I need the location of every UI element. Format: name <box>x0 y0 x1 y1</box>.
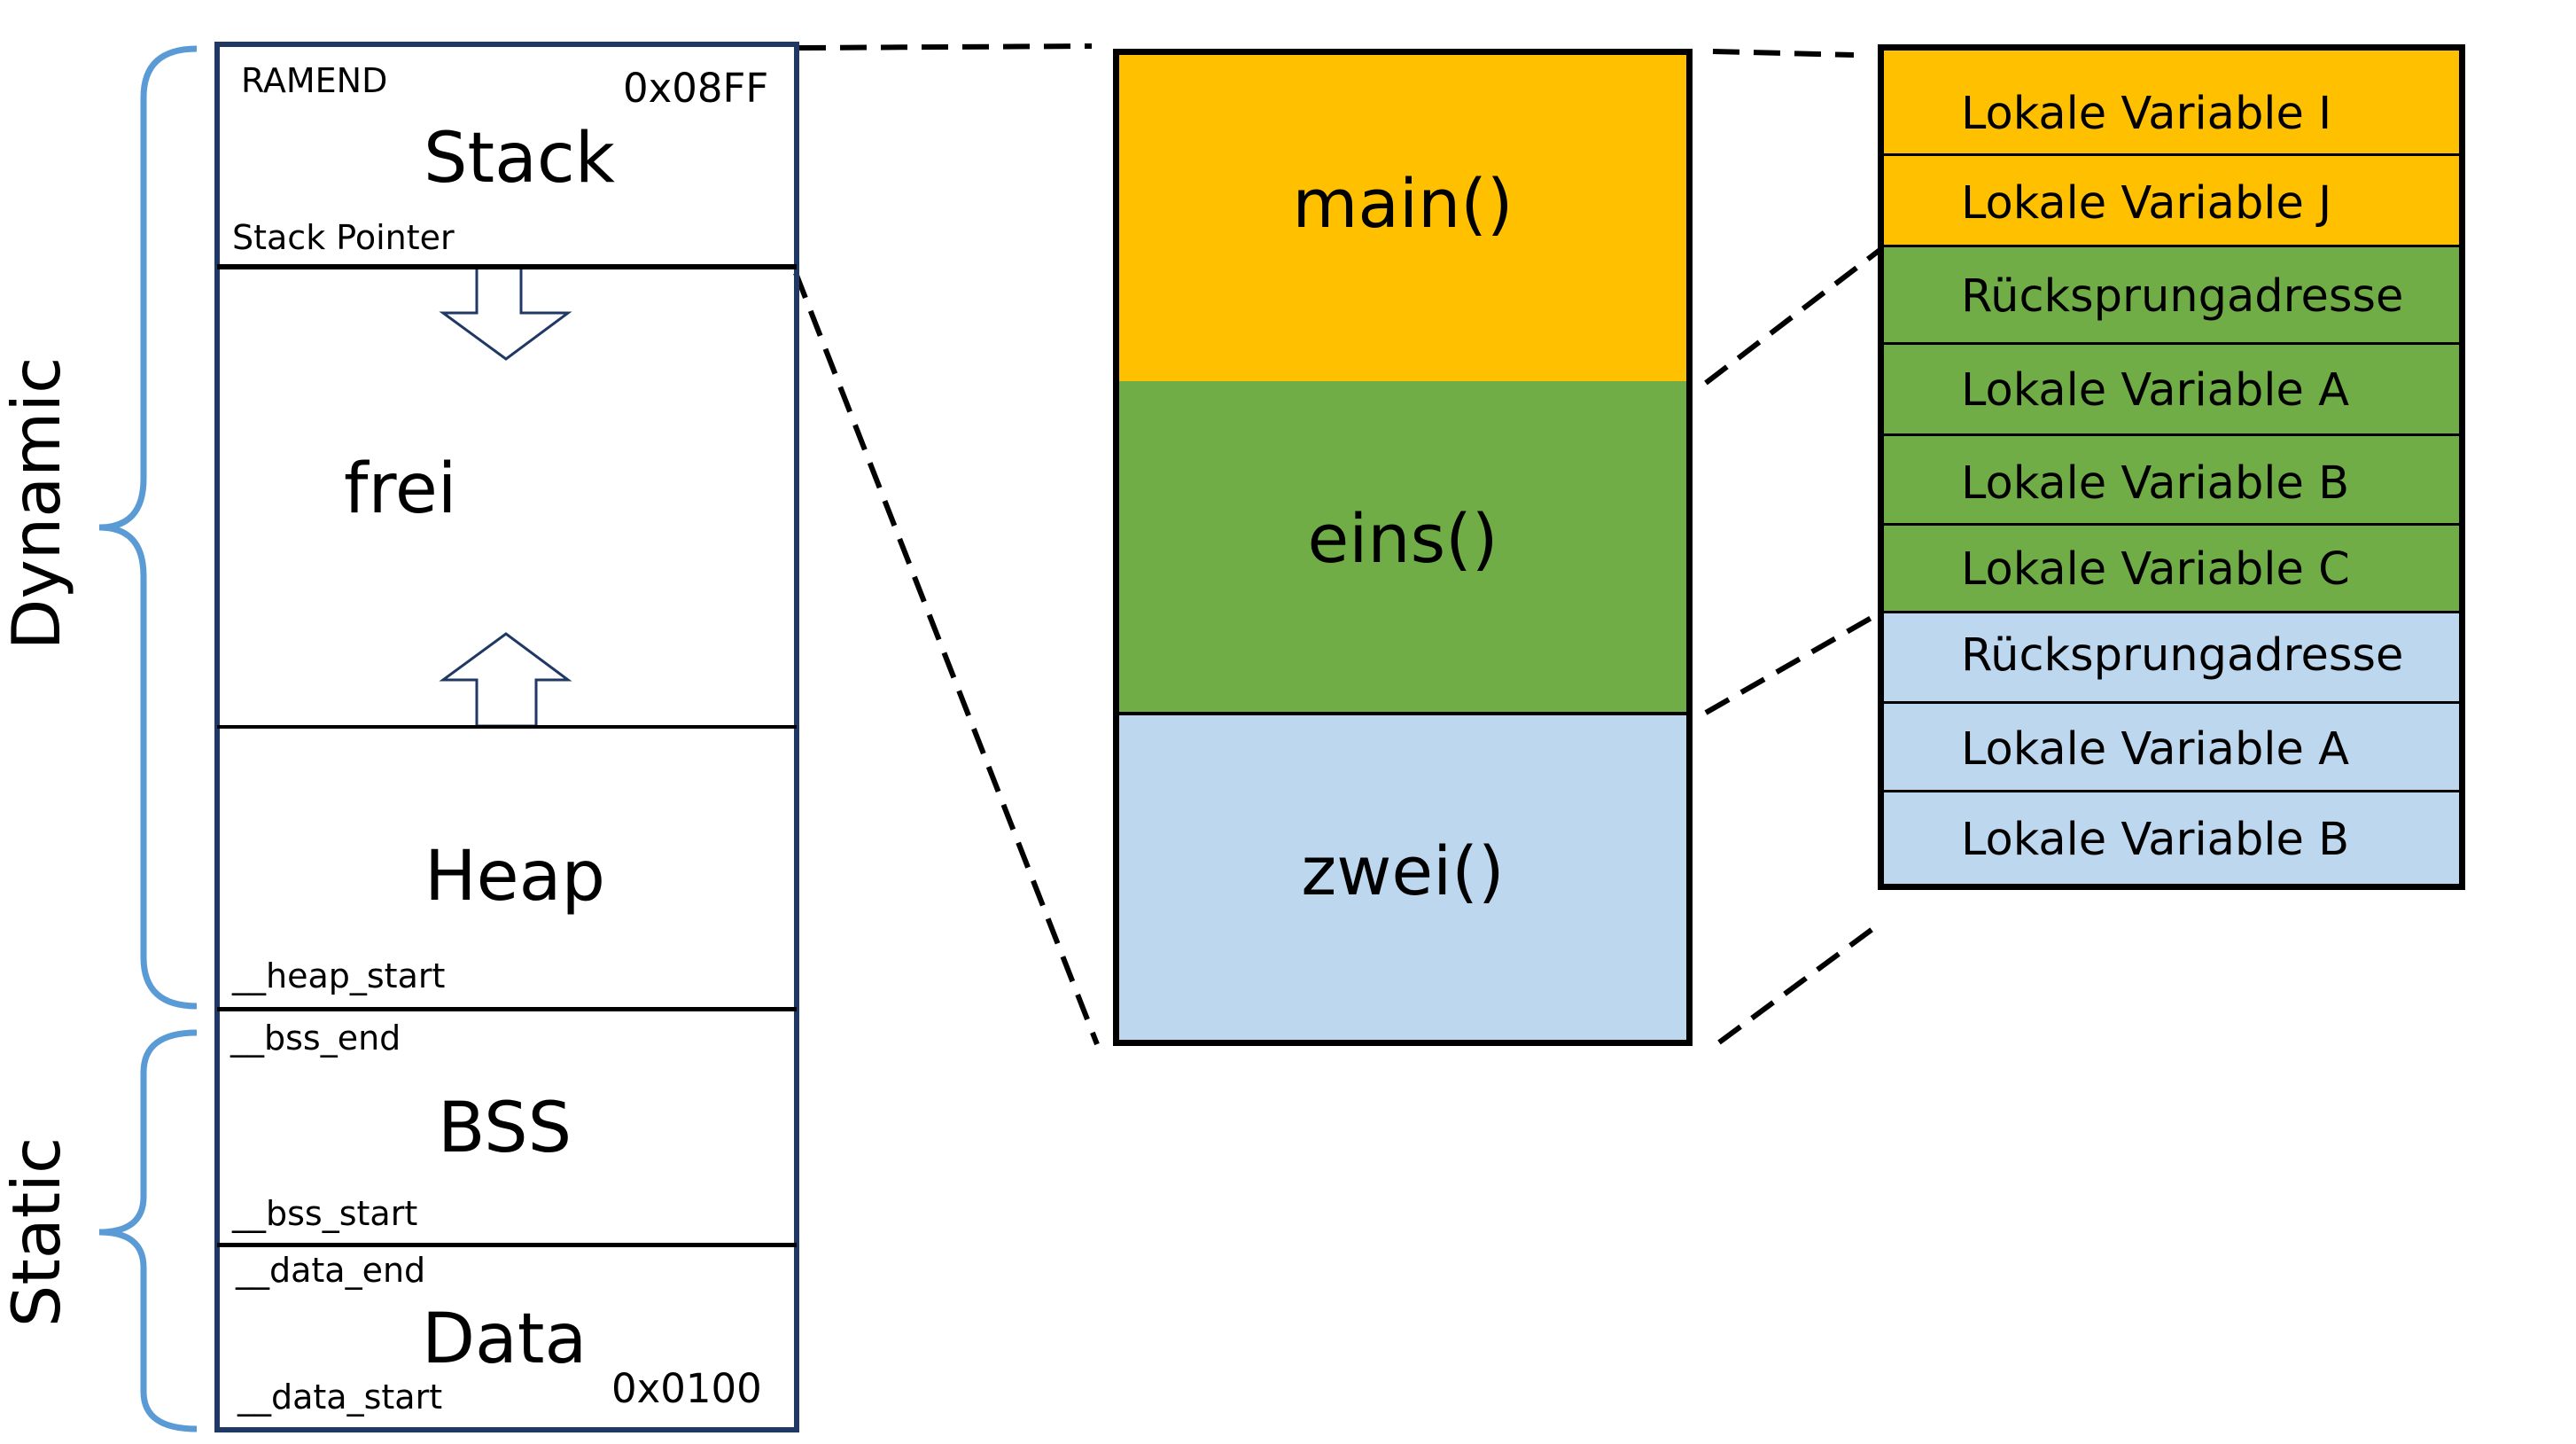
frame-main: main() <box>1113 49 1693 386</box>
dynamic-bracket <box>98 45 198 1010</box>
data-end-label: __data_end <box>236 1251 426 1290</box>
free-title: frei <box>344 449 457 529</box>
static-label: Static <box>0 1136 75 1328</box>
entry-label: Lokale Variable C <box>1961 543 2350 596</box>
heap-divider <box>217 725 797 729</box>
dynamic-label: Dynamic <box>0 356 75 651</box>
zoom-line-bottom <box>793 271 1100 1046</box>
entry-lokale-variable-a-eins: Lokale Variable A <box>1878 345 2465 438</box>
stack-pointer-divider <box>217 264 797 269</box>
stack-pointer-label: Stack Pointer <box>232 218 455 257</box>
entry-label: Lokale Variable I <box>1961 88 2332 140</box>
stack-grows-down-arrow-icon <box>439 264 572 361</box>
stack-title: Stack <box>424 119 615 199</box>
entry-lokale-variable-j: Lokale Variable J <box>1878 156 2465 249</box>
frame-zwei: zwei() <box>1113 712 1693 1046</box>
entry-lokale-variable-b-eins: Lokale Variable B <box>1878 436 2465 527</box>
static-bracket <box>98 1029 198 1432</box>
entry-lokale-variable-i: Lokale Variable I <box>1878 44 2465 158</box>
frame-eins: eins() <box>1113 381 1693 715</box>
entry-label: Rücksprungadresse <box>1961 270 2404 323</box>
ram-end-address: 0x08FF <box>623 65 769 112</box>
entry-lokale-variable-b-zwei: Lokale Variable B <box>1878 792 2465 890</box>
data-divider <box>217 1243 797 1247</box>
heap-grows-up-arrow-icon <box>439 632 572 728</box>
heap-start-label: __heap_start <box>232 956 446 995</box>
ramend-label: RAMEND <box>241 61 388 100</box>
entry-label: Lokale Variable A <box>1961 364 2349 417</box>
bss-title: BSS <box>438 1089 572 1168</box>
frame-main-label: main() <box>1292 164 1514 243</box>
bss-divider <box>217 1007 797 1011</box>
bss-start-label: __bss_start <box>232 1194 418 1233</box>
zoom-line-top <box>798 43 1093 51</box>
entry-label: Lokale Variable B <box>1961 457 2350 510</box>
entry-label: Lokale Variable B <box>1961 814 2350 866</box>
entry-label: Lokale Variable J <box>1961 177 2332 230</box>
frame-zwei-label: zwei() <box>1301 831 1505 910</box>
ram-start-address: 0x0100 <box>611 1365 762 1412</box>
heap-title: Heap <box>424 837 605 917</box>
entry-ruecksprungadresse-eins: Rücksprungadresse <box>1878 247 2465 347</box>
zoom-line-eins-bottom <box>1704 609 1884 715</box>
entry-ruecksprungadresse-zwei: Rücksprungadresse <box>1878 613 2465 706</box>
zoom-line-zwei-bottom <box>1717 919 1884 1045</box>
zoom-line-main-bottom <box>1704 246 1884 386</box>
entry-label: Lokale Variable A <box>1961 723 2349 776</box>
memory-map <box>214 42 799 1432</box>
frame-eins-label: eins() <box>1307 499 1498 578</box>
bss-end-label: __bss_end <box>230 1019 401 1058</box>
entry-lokale-variable-a-zwei: Lokale Variable A <box>1878 704 2465 794</box>
zoom-line-main-top <box>1712 49 1855 58</box>
data-start-label: __data_start <box>237 1378 443 1417</box>
entry-label: Rücksprungadresse <box>1961 629 2404 682</box>
entry-lokale-variable-c-eins: Lokale Variable C <box>1878 526 2465 615</box>
data-title: Data <box>422 1300 588 1379</box>
